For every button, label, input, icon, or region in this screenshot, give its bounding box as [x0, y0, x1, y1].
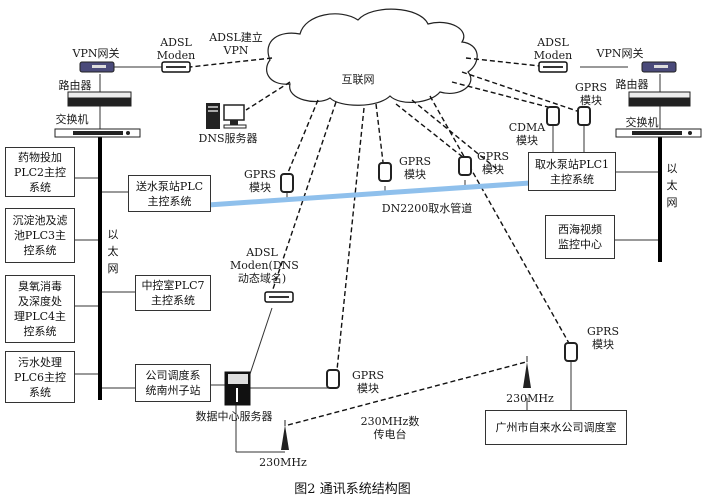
link-cloud-right-modem: [465, 57, 541, 67]
gprs-label: GPRS 模块: [476, 150, 509, 176]
adsl-modem-icon: [538, 61, 568, 73]
right-vpn-gateway-label: VPN网关: [596, 47, 644, 60]
plc6-system-box: 污水处理 PLC6主控 系统: [5, 351, 75, 403]
adsl-dns-modem-label: ADSL Moden(DNS 动态域名): [230, 246, 299, 285]
cdma-device-icon: [546, 106, 560, 126]
data-center-server-label: 数据中心服务器: [195, 410, 273, 423]
right-gprs-module-label: GPRS 模块: [574, 81, 607, 107]
internet-label: 互联网: [341, 73, 375, 86]
radio-tower-icon: [281, 420, 289, 450]
link-radio: [287, 361, 527, 426]
link-cloud-gprs2: [375, 103, 384, 163]
left-adsl-modem-label: ADSL Moden: [156, 36, 196, 62]
plc3-system-box: 沉淀池及滤 池PLC3主 控系统: [5, 208, 75, 263]
radio-tower-icon: [523, 356, 531, 388]
radio-230-left-label: 230MHz: [259, 456, 307, 469]
gprs-label: GPRS 模块: [243, 168, 276, 194]
link-cloud-cdma: [451, 81, 549, 108]
switch-icon: [54, 128, 141, 138]
adsl-modem-icon: [161, 61, 191, 73]
left-vpn-gateway-label: VPN网关: [72, 47, 120, 60]
plc1-intake-pump-box: 取水泵站PLC1 主控系统: [528, 152, 616, 191]
gprs-device-icon: [458, 156, 472, 176]
dns-server-icon: [206, 103, 247, 129]
right-switch-label: 交换机: [625, 116, 659, 129]
link-cloud-gprs-bottom: [336, 107, 365, 371]
xihai-video-center-box: 西海视频 监控中心: [545, 215, 615, 259]
guangzhou-dispatch-box: 广州市自来水公司调度室: [485, 410, 627, 445]
plc4-system-box: 臭氧消毒 及深度处 理PLC4主 控系统: [5, 275, 75, 343]
link-cloud-dns: [245, 81, 291, 111]
gprs-device-icon: [577, 106, 591, 126]
gprs-device-icon: [326, 369, 340, 389]
cdma-module-label: CDMA 模块: [508, 121, 546, 147]
nanzhou-substation-box: 公司调度系 统南州子站: [135, 364, 211, 402]
gprs-label: GPRS 模块: [586, 325, 619, 351]
right-adsl-modem-label: ADSL Moden: [533, 36, 573, 62]
gprs-label: GPRS 模块: [398, 155, 431, 181]
gprs-device-icon: [564, 342, 578, 362]
internet-cloud: [266, 8, 478, 106]
radio-station-label: 230MHz数 传电台: [360, 415, 420, 441]
pipeline-label: DN2200取水管道: [381, 202, 473, 215]
data-center-server-icon: [224, 371, 251, 406]
router-icon: [628, 91, 691, 107]
right-router-label: 路由器: [615, 78, 649, 91]
gprs-device-icon: [378, 162, 392, 182]
link-cloud-gprs4: [411, 99, 499, 171]
plc7-control-room-box: 中控室PLC7 主控系统: [135, 275, 211, 311]
right-ethernet-label: 以 太 网: [666, 162, 678, 209]
link-cloud-gprs1: [286, 99, 319, 176]
left-ethernet-label: 以 太 网: [107, 228, 119, 275]
pump-station-plc-box: 送水泵站PLC 主控系统: [128, 175, 211, 212]
gprs-device-icon: [280, 173, 294, 193]
adsl-dns-modem-icon: [264, 291, 294, 303]
plc2-system-box: 药物投加 PLC2主控 系统: [5, 147, 75, 197]
link-cloud-gprs3: [395, 103, 465, 159]
gprs-label: GPRS 模块: [351, 369, 384, 395]
figure-caption: 图2 通讯系统结构图: [294, 482, 411, 497]
link-cloud-gprs-right: [461, 71, 581, 113]
adsl-vpn-label: ADSL建立 VPN: [209, 31, 263, 57]
link-cloud-left-modem: [189, 57, 273, 68]
pipeline: [207, 180, 531, 208]
dns-server-label: DNS服务器: [198, 132, 258, 145]
radio-230-right-label: 230MHz: [506, 392, 554, 405]
left-switch-label: 交换机: [55, 113, 89, 126]
left-router-label: 路由器: [58, 79, 92, 92]
switch-icon: [615, 128, 702, 138]
router-icon: [67, 91, 132, 107]
